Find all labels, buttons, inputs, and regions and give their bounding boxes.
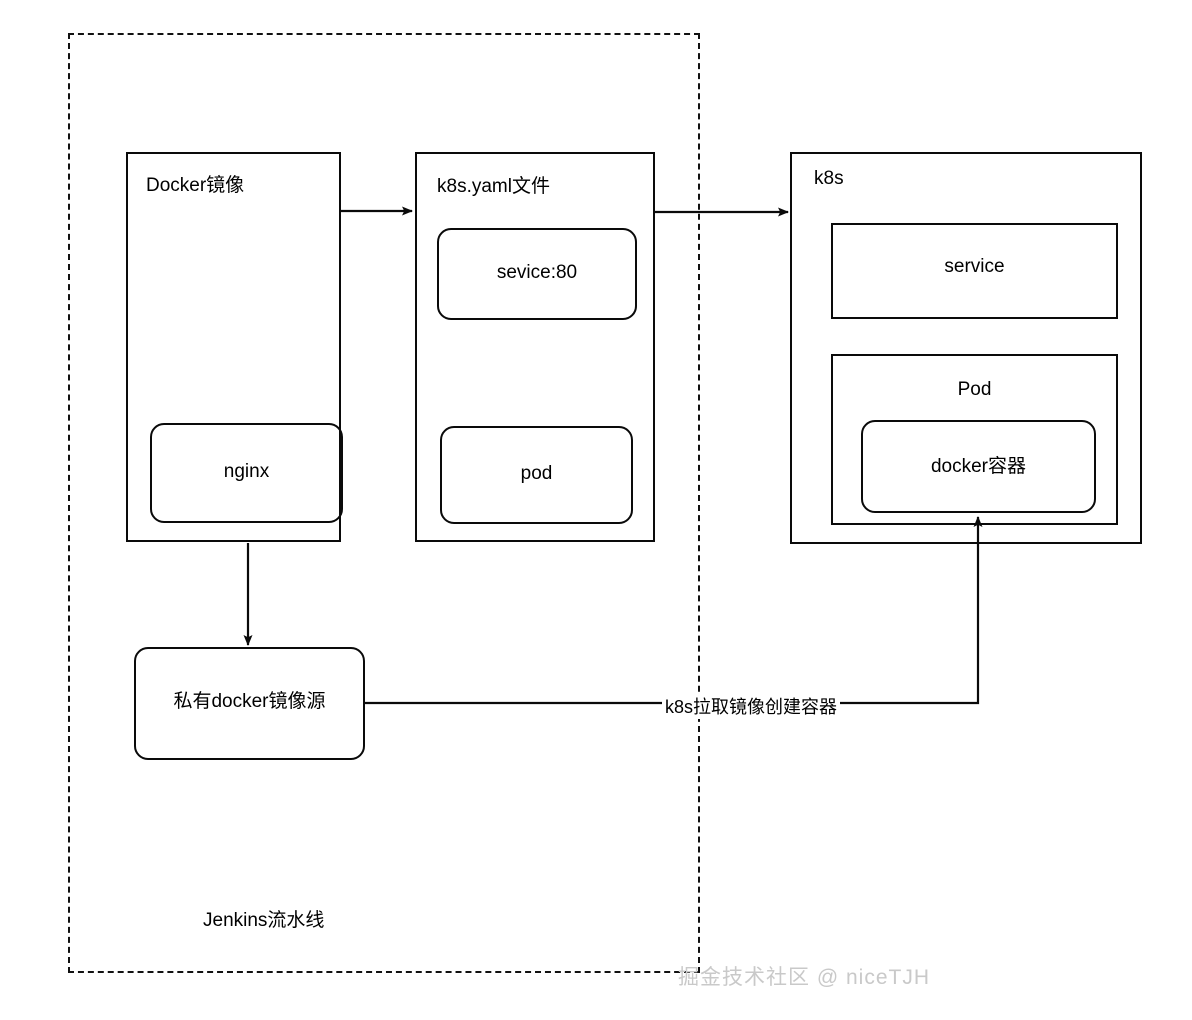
- node-k8s-service-label: service: [944, 256, 1005, 277]
- jenkins-pipeline-boundary: [68, 33, 700, 973]
- node-yaml-pod-label: pod: [520, 463, 553, 484]
- node-k8s-pod-label: Pod: [957, 379, 992, 400]
- node-service-80-label: sevice:80: [496, 262, 578, 283]
- node-nginx[interactable]: [150, 423, 343, 523]
- node-docker-image[interactable]: [126, 152, 341, 542]
- jenkins-pipeline-label: Jenkins流水线: [203, 910, 325, 931]
- edge-label-registry-to-container: k8s拉取镜像创建容器: [662, 693, 841, 719]
- node-k8s-service[interactable]: [831, 223, 1118, 319]
- node-private-registry[interactable]: [134, 647, 365, 760]
- watermark: 掘金技术社区 @ niceTJH: [678, 966, 931, 989]
- node-k8s-yaml-label: k8s.yaml文件: [437, 176, 550, 197]
- node-private-registry-label: 私有docker镜像源: [173, 691, 326, 712]
- node-nginx-label: nginx: [223, 461, 270, 482]
- node-service-80[interactable]: [437, 228, 637, 320]
- node-docker-image-label: Docker镜像: [146, 175, 245, 196]
- node-docker-container-label: docker容器: [930, 456, 1027, 477]
- node-docker-container[interactable]: [861, 420, 1096, 513]
- node-k8s-cluster-label: k8s: [814, 168, 844, 189]
